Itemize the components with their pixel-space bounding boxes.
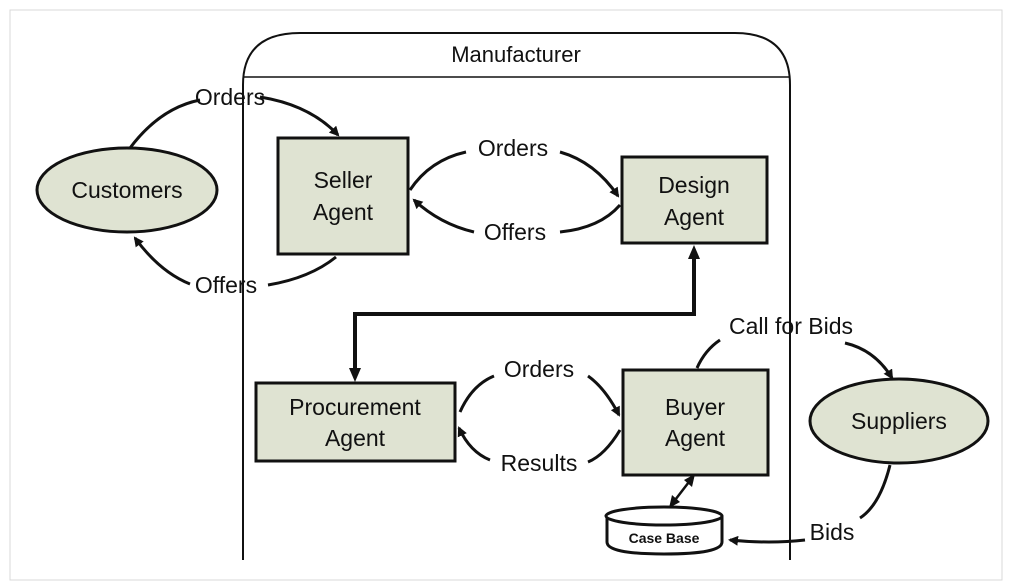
- seller-agent-line1: Seller: [314, 167, 373, 193]
- edge-seller-to-design: Orders: [408, 135, 620, 198]
- edge-buyer-to-procurement: Results: [457, 426, 622, 476]
- case-base-cylinder: Case Base: [604, 505, 724, 556]
- image-frame: [9, 9, 1003, 581]
- seller-agent-box: Seller Agent: [276, 136, 410, 256]
- edge-seller-to-customers: Offers: [133, 236, 337, 298]
- edge-suppliers-to-casebase: Bids: [728, 464, 892, 546]
- label-design-to-seller: Offers: [484, 219, 546, 245]
- design-agent-box: Design Agent: [620, 155, 769, 245]
- seller-agent-line2: Agent: [313, 199, 374, 225]
- procurement-agent-line2: Agent: [325, 425, 386, 451]
- buyer-agent-line2: Agent: [665, 425, 726, 451]
- label-buyer-to-suppliers: Call for Bids: [729, 313, 853, 339]
- edge-buyer-to-suppliers: Call for Bids: [695, 313, 894, 380]
- label-procurement-to-buyer: Orders: [504, 356, 574, 382]
- procurement-agent-line1: Procurement: [289, 394, 421, 420]
- customers-node: Customers: [35, 146, 219, 234]
- buyer-agent-line1: Buyer: [665, 394, 725, 420]
- suppliers-node: Suppliers: [808, 377, 990, 465]
- manufacturer-container: Manufacturer: [242, 32, 791, 560]
- label-buyer-to-procurement: Results: [501, 450, 578, 476]
- suppliers-label: Suppliers: [851, 408, 947, 434]
- procurement-agent-box: Procurement Agent: [254, 381, 457, 463]
- design-agent-line2: Agent: [664, 204, 725, 230]
- edge-procurement-to-buyer: Orders: [458, 356, 621, 417]
- manufacturer-title: Manufacturer: [451, 42, 581, 67]
- label-customers-to-seller: Orders: [195, 84, 265, 110]
- label-suppliers-to-casebase: Bids: [810, 519, 855, 545]
- design-agent-line1: Design: [658, 172, 730, 198]
- label-seller-to-customers: Offers: [195, 272, 257, 298]
- case-base-label: Case Base: [629, 530, 700, 546]
- label-seller-to-design: Orders: [478, 135, 548, 161]
- edge-customers-to-seller: Orders: [128, 84, 340, 149]
- customers-label: Customers: [71, 177, 182, 203]
- edge-design-to-seller: Offers: [412, 198, 622, 245]
- buyer-agent-box: Buyer Agent: [621, 368, 770, 477]
- edge-buyer-casebase: [669, 474, 695, 508]
- edge-design-procurement: [349, 245, 700, 382]
